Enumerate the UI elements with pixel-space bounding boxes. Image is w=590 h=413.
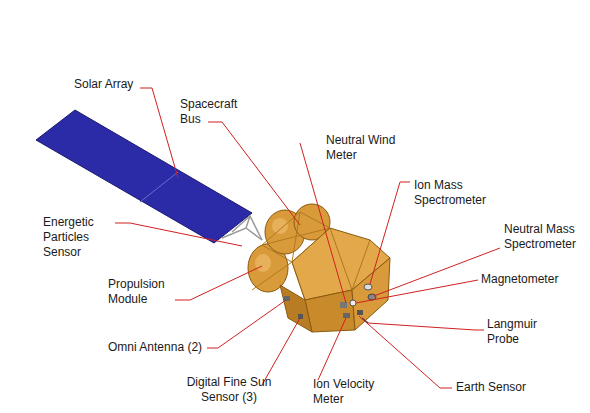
sun-sensor (298, 314, 303, 319)
part-label: Earth Sensor (456, 380, 526, 395)
bus-side (305, 290, 355, 332)
part-label: Magnetometer (481, 272, 558, 287)
ion-mass-spectrometer (364, 284, 372, 290)
part-label: Propulsion Module (108, 277, 174, 307)
panel-seam (140, 172, 178, 202)
part-label: Neutral Wind Meter (326, 133, 406, 163)
part-label: Ion Velocity Meter (313, 377, 389, 407)
part-label: Omni Antenna (2) (108, 340, 202, 355)
bus-front (352, 258, 390, 330)
part-label: Langmuir Probe (487, 317, 545, 347)
part-label: Ion Mass Spectrometer (414, 178, 494, 208)
earth-sensor (357, 310, 363, 315)
part-label: Solar Array (74, 77, 133, 92)
part-label: Spacecraft Bus (180, 97, 248, 127)
array-yoke (222, 216, 262, 240)
ion-velocity-meter (343, 313, 350, 318)
part-label: Energetic Particles Sensor (43, 215, 105, 260)
magnetometer (350, 300, 356, 306)
langmuir-probe (362, 318, 368, 323)
part-label: Neutral Mass Spectrometer (504, 222, 586, 252)
part-label: Digital Fine Sun Sensor (3) (186, 375, 272, 405)
